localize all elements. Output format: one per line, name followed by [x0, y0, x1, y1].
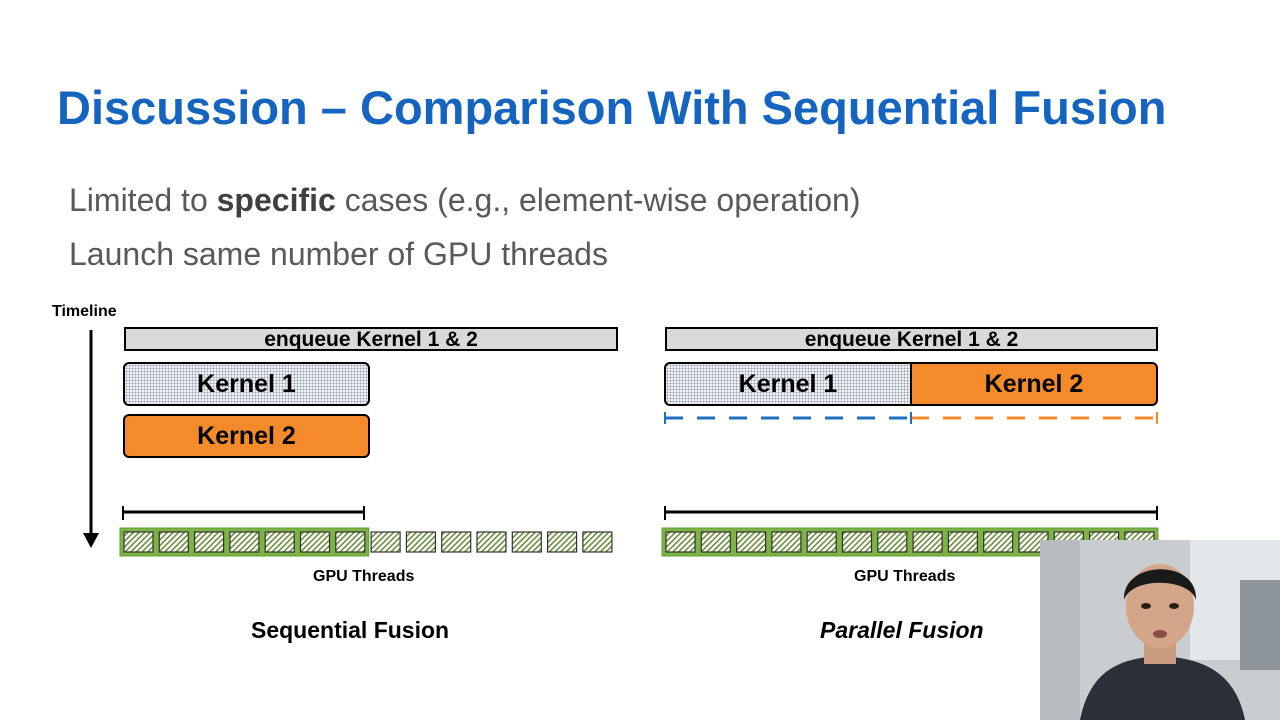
gpu-thread-cell [229, 531, 260, 553]
gpu-thread-cell [735, 531, 767, 553]
gpu-thread-cell [877, 531, 908, 553]
left-threads-label: GPU Threads [313, 568, 415, 585]
gpu-thread-cell [547, 531, 578, 553]
presenter-image [1040, 540, 1280, 720]
bullet-limited-post: cases (e.g., element-wise operation) [335, 182, 861, 218]
left-thread-span-bracket [122, 506, 365, 520]
bullet-limited-pre: Limited to [69, 182, 217, 218]
gpu-thread-cell [983, 531, 1014, 553]
gpu-thread-cell [771, 531, 802, 553]
bullet-launch: Launch same number of GPU threads [69, 236, 608, 272]
gpu-thread-cell [370, 531, 401, 553]
left-gpu-threads [119, 527, 613, 557]
gpu-thread-cell [582, 531, 613, 553]
gpu-thread-cell [806, 531, 837, 553]
gpu-thread-cell [158, 531, 189, 553]
slide-title: Discussion – Comparison With Sequential … [57, 81, 1167, 134]
gpu-thread-cell [123, 531, 154, 553]
gpu-thread-cell [441, 531, 472, 553]
right-threads-label: GPU Threads [854, 568, 956, 585]
gpu-thread-cell [912, 531, 943, 553]
gpu-thread-cell [335, 531, 366, 553]
gpu-thread-cell [700, 531, 731, 553]
right-enqueue-bar: enqueue Kernel 1 & 2 [665, 327, 1158, 351]
gpu-thread-cell [193, 531, 225, 553]
gpu-thread-cell [511, 531, 542, 553]
left-kernel1-box: Kernel 1 [123, 362, 370, 406]
left-enqueue-bar: enqueue Kernel 1 & 2 [124, 327, 618, 351]
gpu-thread-cell [299, 531, 331, 553]
left-kernel2-box: Kernel 2 [123, 414, 370, 458]
left-caption: Sequential Fusion [251, 617, 450, 643]
gpu-thread-cell [476, 531, 507, 553]
right-thread-span-bracket [664, 506, 1158, 520]
gpu-thread-cell [264, 531, 295, 553]
presenter-webcam [1040, 540, 1280, 720]
gpu-thread-cell [405, 531, 436, 553]
right-kernel1-box: Kernel 1 [664, 362, 912, 406]
right-caption: Parallel Fusion [820, 617, 984, 643]
right-kernel-dashed-ranges [664, 412, 1158, 424]
gpu-thread-cell [841, 531, 873, 553]
timeline-label: Timeline [52, 303, 117, 320]
gpu-thread-cell [665, 531, 696, 553]
bullet-limited-bold: specific [216, 182, 336, 218]
timeline-arrow [83, 330, 99, 548]
gpu-thread-cell [947, 531, 978, 553]
bullet-limited: Limited to specific cases (e.g., element… [69, 182, 860, 219]
right-kernel2-box: Kernel 2 [910, 362, 1158, 406]
